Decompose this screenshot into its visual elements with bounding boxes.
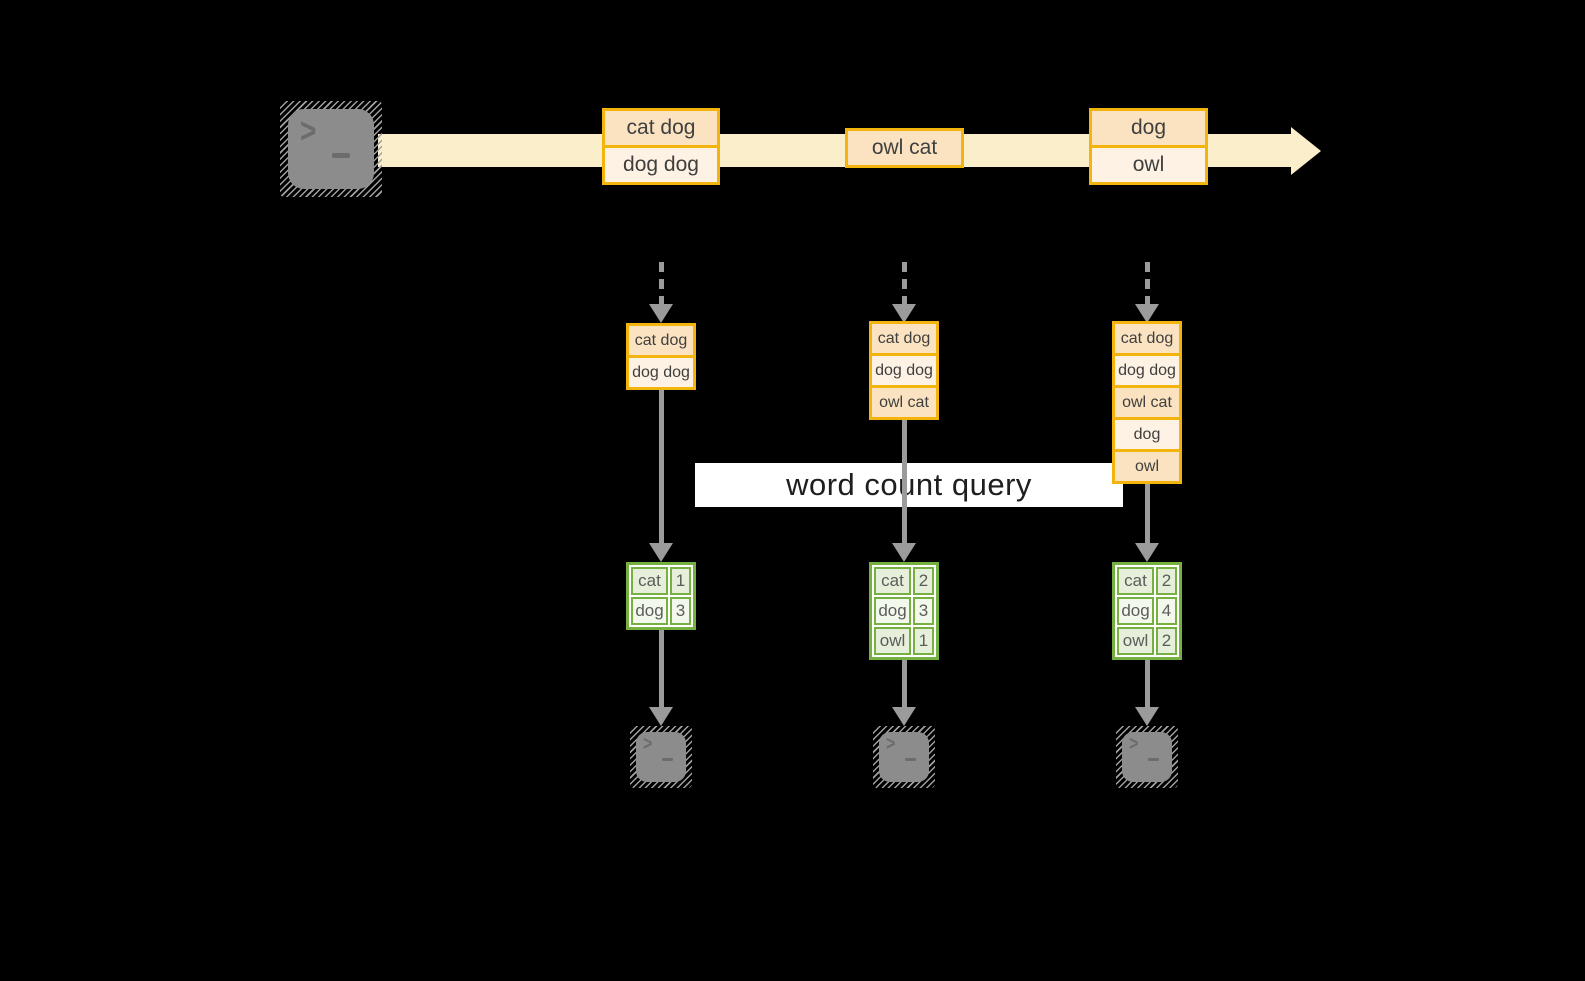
result-table-1: cat 1 dog 3 [626,562,696,630]
result-table-3: cat 2 dog 4 owl 2 [1112,562,1182,660]
sink-arrow-line [902,658,907,708]
query-arrow-head [892,543,916,562]
window-row: dog dog [872,353,936,385]
sink-terminal-icon: > [630,726,692,788]
window-row: owl [1115,449,1179,481]
result-count: 3 [913,597,934,625]
batch-line: dog dog [605,145,717,182]
terminal-screen: > [288,109,374,189]
result-count: 2 [1156,567,1177,595]
window-row: dog dog [1115,353,1179,385]
result-word: dog [874,597,911,625]
terminal-screen: > [636,732,686,782]
terminal-cursor-icon [332,153,350,158]
result-word: cat [631,567,668,595]
dashed-arrow-head [649,304,673,323]
window-row: cat dog [872,324,936,353]
sink-terminal-icon: > [1116,726,1178,788]
sink-arrow-line [659,628,664,708]
query-arrow-line [902,420,907,545]
sink-arrow-head [649,707,673,726]
terminal-cursor-icon [905,758,916,761]
stream-arrow-head [1291,127,1321,175]
dashed-arrow-line [1145,262,1150,304]
terminal-cursor-icon [662,758,673,761]
stream-batch-2: owl cat [845,128,964,168]
batch-line: owl cat [848,131,961,165]
source-terminal-icon: > [280,101,382,197]
stream-batch-3: dog owl [1089,108,1208,185]
window-row: cat dog [629,326,693,355]
result-word: owl [1117,627,1154,655]
result-word: dog [631,597,668,625]
dashed-arrow-line [902,262,907,304]
result-count: 2 [913,567,934,595]
stream-batch-1: cat dog dog dog [602,108,720,185]
terminal-screen: > [879,732,929,782]
query-arrow-line [1145,484,1150,545]
result-word: cat [1117,567,1154,595]
terminal-prompt-icon: > [643,733,653,755]
window-1: cat dog dog dog [626,323,696,390]
terminal-screen: > [1122,732,1172,782]
terminal-prompt-icon: > [300,111,317,150]
result-word: owl [874,627,911,655]
batch-line: owl [1092,145,1205,182]
query-arrow-head [649,543,673,562]
terminal-prompt-icon: > [1129,733,1139,755]
sink-arrow-line [1145,658,1150,708]
result-count: 1 [913,627,934,655]
result-word: dog [1117,597,1154,625]
dashed-arrow-head [1135,304,1159,323]
result-word: cat [874,567,911,595]
window-3: cat dog dog dog owl cat dog owl [1112,321,1182,484]
batch-line: dog [1092,111,1205,145]
result-count: 4 [1156,597,1177,625]
window-row: cat dog [1115,324,1179,353]
sink-arrow-head [892,707,916,726]
window-row: owl cat [1115,385,1179,417]
result-count: 1 [670,567,691,595]
result-table-2: cat 2 dog 3 owl 1 [869,562,939,660]
query-arrow-line [659,390,664,545]
dashed-arrow-head [892,304,916,323]
dashed-arrow-line [659,262,664,304]
result-count: 2 [1156,627,1177,655]
result-count: 3 [670,597,691,625]
window-row: dog dog [629,355,693,387]
window-2: cat dog dog dog owl cat [869,321,939,420]
window-row: dog [1115,417,1179,449]
query-arrow-head [1135,543,1159,562]
window-row: owl cat [872,385,936,417]
sink-arrow-head [1135,707,1159,726]
word-count-query-banner: word count query [695,463,1123,507]
sink-terminal-icon: > [873,726,935,788]
batch-line: cat dog [605,111,717,145]
terminal-prompt-icon: > [886,733,896,755]
terminal-cursor-icon [1148,758,1159,761]
